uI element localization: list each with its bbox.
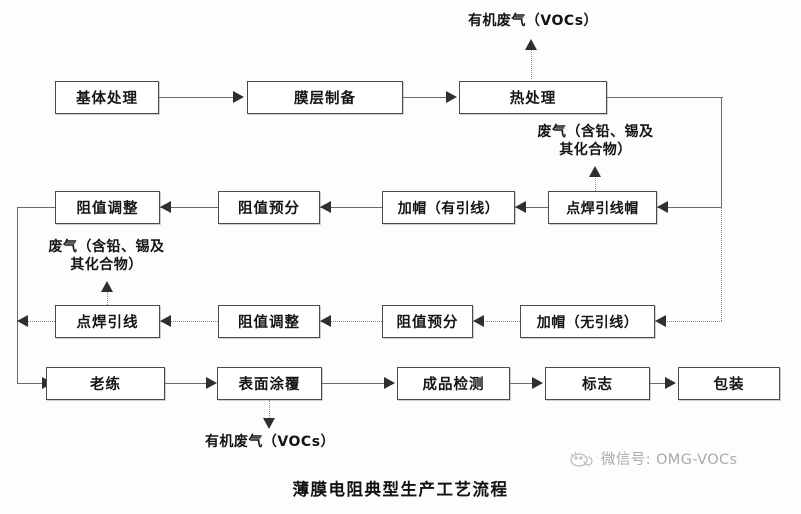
connector-film-to-heat — [403, 97, 447, 99]
emission-label-line: 废气（含铅、锡及 — [537, 124, 654, 140]
diagram-caption: 薄膜电阻典型生产工艺流程 — [292, 480, 509, 499]
emission-label-fume-spot-weld: 废气（含铅、锡及 其化合物） — [24, 239, 189, 274]
connector-substrate-to-film — [159, 97, 235, 99]
connector-row3-feed-in — [655, 321, 722, 322]
node-resistance-presplit-leaded[interactable]: 阻值预分 — [218, 191, 320, 224]
connector-adjust-to-spotweld-unleaded — [160, 321, 218, 322]
node-resistance-adjust-unleaded[interactable]: 阻值调整 — [218, 305, 320, 338]
node-heat-treatment[interactable]: 热处理 — [459, 81, 607, 114]
connector-heat-treatment-to-voc — [531, 45, 532, 79]
node-surface-coating[interactable]: 表面涂覆 — [217, 367, 322, 400]
arrowhead-up-fume-heat-treatment — [589, 166, 601, 177]
arrowhead-left-into-left-bus — [17, 315, 28, 327]
emission-label-voc-surface-coating: 有机废气（VOCs） — [195, 434, 345, 452]
arrowhead-left-into-adjust-leaded — [160, 201, 171, 213]
arrowhead-left-into-presplit-leaded — [320, 201, 331, 213]
arrowhead-right-into-marking — [532, 377, 543, 389]
arrowhead-up-voc-heat-treatment — [525, 39, 537, 50]
node-spot-weld-lead-cap[interactable]: 点焊引线帽 — [548, 191, 657, 224]
node-capping-leaded[interactable]: 加帽（有引线） — [382, 191, 515, 224]
connector-spotweldcap-to-capping-leaded — [515, 207, 548, 209]
arrowhead-left-into-capping-leaded — [515, 201, 526, 213]
connector-row2bus-down-to-row3 — [721, 207, 722, 321]
emission-label-line: 有机废气（VOCs） — [467, 13, 599, 29]
emission-label-line: 有机废气（VOCs） — [204, 434, 336, 450]
connector-marking-to-packaging — [650, 383, 667, 385]
node-resistance-presplit-unleaded[interactable]: 阻值预分 — [382, 305, 473, 338]
connector-capping-to-presplit-leaded — [320, 207, 382, 209]
arrowhead-up-fume-spot-weld — [101, 281, 113, 292]
arrowhead-left-into-spot-weld-lead-cap — [657, 201, 668, 213]
arrowhead-left-into-spot-weld-lead — [160, 315, 171, 327]
connector-inspect-to-marking — [510, 383, 534, 385]
connector-aging-to-coating — [165, 383, 209, 385]
watermark: 微信号: OMG-VOCs — [568, 448, 738, 469]
connector-heat-down-to-row2 — [721, 97, 723, 207]
arrowhead-right-substrate-to-film — [233, 91, 244, 103]
node-product-inspect[interactable]: 成品检测 — [397, 367, 510, 400]
arrowhead-left-into-adjust-unleaded — [320, 315, 331, 327]
emission-label-line: 其化合物） — [559, 141, 632, 158]
node-film-preparation[interactable]: 膜层制备 — [247, 81, 403, 114]
connector-adjust-leaded-left-exit — [17, 207, 55, 209]
connector-coating-to-inspect — [322, 383, 385, 385]
wechat-cloud-icon — [568, 450, 594, 468]
arrowhead-right-into-surface-coating — [206, 377, 217, 389]
connector-capping-to-presplit-unleaded — [473, 321, 520, 322]
watermark-text: 微信号: OMG-VOCs — [601, 452, 738, 468]
emission-label-line: 其化合物） — [70, 256, 143, 273]
connector-left-vertical-bus — [17, 207, 19, 384]
node-substrate-treatment[interactable]: 基体处理 — [55, 81, 159, 114]
connector-presplit-to-adjust-leaded — [160, 207, 218, 209]
arrowhead-right-film-to-heat — [446, 91, 457, 103]
node-spot-weld-lead[interactable]: 点焊引线 — [55, 305, 160, 338]
node-resistance-adjust-leaded[interactable]: 阻值调整 — [55, 191, 160, 224]
node-packaging[interactable]: 包装 — [678, 367, 780, 400]
connector-spotweld-to-fume — [107, 288, 108, 305]
emission-label-voc-heat-treatment: 有机废气（VOCs） — [458, 13, 608, 31]
emission-label-fume-heat-treatment: 废气（含铅、锡及 其化合物） — [513, 124, 678, 159]
node-aging[interactable]: 老练 — [46, 367, 165, 400]
connector-left-bus-to-aging — [17, 383, 46, 385]
arrowhead-left-into-capping-unleaded — [655, 315, 666, 327]
arrowhead-right-into-packaging — [665, 377, 676, 389]
node-marking[interactable]: 标志 — [545, 367, 650, 400]
emission-label-line: 废气（含铅、锡及 — [48, 239, 165, 255]
arrowhead-down-voc-surface-coating — [263, 418, 275, 429]
connector-spotweldcap-to-fume — [595, 173, 596, 199]
connector-spotweld-left-exit — [25, 321, 55, 322]
node-capping-unleaded[interactable]: 加帽（无引线） — [520, 305, 655, 338]
connector-presplit-to-adjust-unleaded — [320, 321, 382, 322]
connector-coating-to-voc — [269, 400, 270, 420]
arrowhead-left-into-presplit-unleaded — [473, 315, 484, 327]
connector-row2-feed-in — [657, 207, 722, 209]
arrowhead-right-into-product-inspect — [384, 377, 395, 389]
connector-heat-right-segment — [607, 97, 723, 99]
